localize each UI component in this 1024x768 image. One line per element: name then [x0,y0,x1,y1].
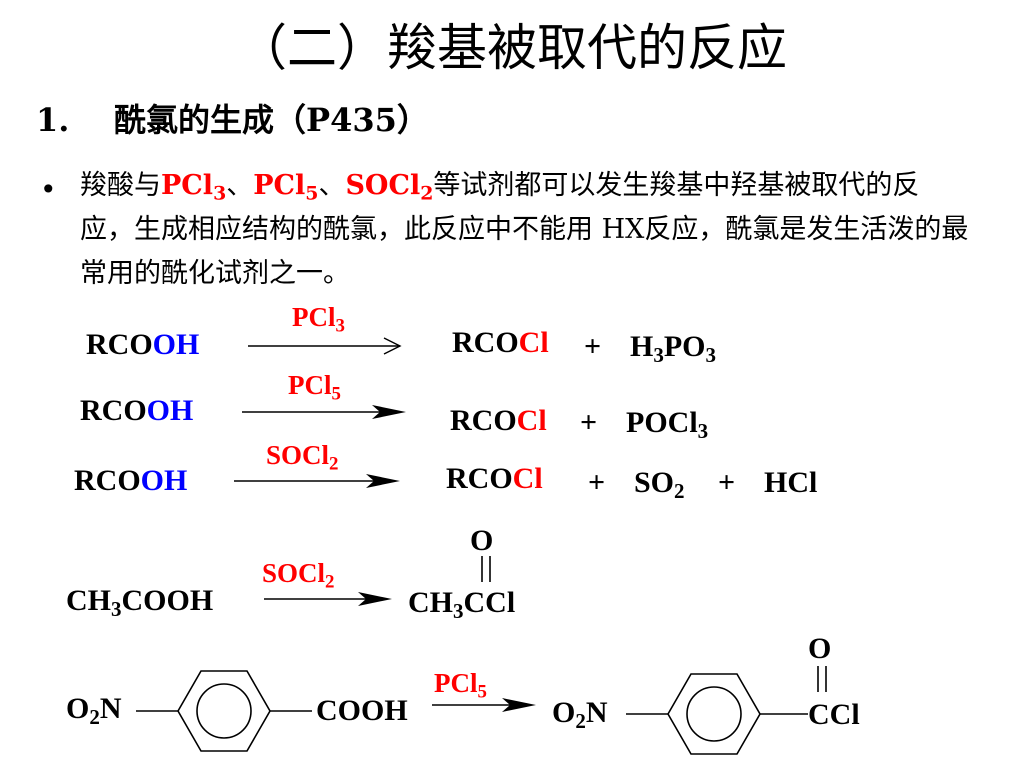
byproduct-sub2: 3 [705,342,717,367]
reagent-pcl3: PCl3 [161,170,227,205]
reaction-2-reagent: PCl5 [288,370,341,403]
product-chloride: Cl [516,404,547,437]
reagent-text: SOCl [266,440,330,470]
byproduct-text: POCl [626,406,698,439]
reactant-hydroxyl: OH [152,328,200,361]
arrow-reaction-2 [242,405,406,419]
para-lead: 羧酸与 [80,170,161,201]
reactant-sub: 3 [111,596,122,621]
reagent-sub: 2 [329,453,339,475]
reaction-2-plus: + [580,406,598,439]
slide-title: （二）羧基被取代的反应 [237,19,787,77]
reactant-hydroxyl: OH [140,464,188,497]
reaction-2-product: RCOCl [450,404,547,438]
heading-text: 酰氯的生成（P435） [114,101,429,139]
carbonyl-bond-example-1 [481,556,491,582]
example-1-reactant: CH3COOH [66,584,214,621]
reagent-sub: 5 [477,681,487,703]
arrow-reaction-1 [248,337,402,355]
reactant-acyl: RCO [74,464,141,497]
reagent-pcl5-sub: 5 [305,182,319,205]
reagent-sub: 3 [335,315,345,337]
reaction-2-byproduct: POCl3 [626,406,709,443]
arrow-example-1 [264,592,392,606]
reagent-pcl3-text: PCl [161,170,214,201]
product-chloride: Cl [518,326,549,359]
para-sep2: 、 [318,170,346,201]
product-acyl: RCO [446,462,513,495]
nitro-sub: 2 [89,704,100,729]
reaction-3-reactant: RCOOH [74,464,187,498]
reaction-3-byproduct-2: HCl [764,466,818,499]
byproduct-po: PO [663,330,706,363]
reaction-3-byproduct-1: SO2 [634,466,685,503]
byproduct-sub: 3 [697,418,709,443]
reagent-pcl5-text: PCl [253,170,306,201]
byproduct-h: H [630,330,654,363]
nitro-n: N [99,692,122,725]
reaction-2-reactant: RCOOH [80,394,193,428]
reactant-hydroxyl: OH [146,394,194,427]
reaction-1-reagent: PCl3 [292,302,345,335]
byproduct-sub: 2 [674,478,685,503]
para-rest: 等试剂都可以发生羧基中羟基被取代的反应，生成相应结构的酰氯，此反应中不能用 HX… [80,170,969,289]
heading-number: 1. [36,101,70,139]
reaction-3-plus-2: + [718,466,736,499]
nitro-o: O [66,692,90,725]
example-1-product: CH3CCl [408,586,516,623]
reagent-sub: 2 [325,571,335,593]
example-2-nitro-product: O2N [552,696,608,733]
reactant-acyl: RCO [86,328,153,361]
reagent-text: SOCl [262,558,326,588]
benzene-ring-product [626,673,808,755]
bullet-marker: • [40,173,57,206]
reaction-3-reagent: SOCl2 [266,440,338,473]
product-acyl: RCO [452,326,519,359]
reagent-text: PCl [434,668,478,698]
nitro-n: N [585,696,608,729]
reagent-text: PCl [292,302,336,332]
arrow-reaction-3 [234,474,400,488]
reaction-3-product: RCOCl [446,462,543,496]
reactant-acyl: RCO [80,394,147,427]
example-2-acyl-chloride: CCl [808,698,860,731]
reagent-socl2: SOCl2 [345,170,434,205]
reaction-3-plus-1: + [588,466,606,499]
reagent-socl2-text: SOCl [345,170,421,201]
reactant-ch: CH [66,584,111,617]
reagent-socl2-sub: 2 [420,182,434,205]
example-2-nitro-reactant: O2N [66,692,122,729]
product-chloride: Cl [512,462,543,495]
reaction-1-byproduct: H3PO3 [630,330,717,367]
nitro-sub: 2 [575,708,586,733]
product-acyl: RCO [450,404,517,437]
reagent-text: PCl [288,370,332,400]
byproduct-sub1: 3 [653,342,664,367]
reagent-pcl3-sub: 3 [213,182,227,205]
reagent-sub: 5 [331,383,341,405]
reagent-pcl5: PCl5 [253,170,319,205]
byproduct-text: SO [634,466,675,499]
reaction-1-product: RCOCl [452,326,549,360]
example-2-carbonyl-oxygen: O [808,632,832,665]
reaction-1-plus: + [584,330,602,363]
section-heading: 1. 酰氯的生成（P435） [36,100,429,140]
benzene-ring-reactant [136,670,312,752]
product-ch: CH [408,586,453,619]
reactant-rest: COOH [121,584,214,617]
para-sep1: 、 [226,170,254,201]
example-2-reagent: PCl5 [434,668,487,701]
nitro-o: O [552,696,576,729]
arrow-example-2 [432,698,536,712]
product-rest: CCl [463,586,516,619]
example-1-carbonyl-oxygen: O [470,524,494,557]
bullet-paragraph: 羧酸与PCl3、PCl5、SOCl2等试剂都可以发生羧基中羟基被取代的反应，生成… [80,164,970,296]
example-1-reagent: SOCl2 [262,558,334,591]
carbonyl-bond-example-2 [817,666,827,692]
product-sub: 3 [453,598,464,623]
example-2-acid-group: COOH [316,694,408,727]
reaction-1-reactant: RCOOH [86,328,199,362]
